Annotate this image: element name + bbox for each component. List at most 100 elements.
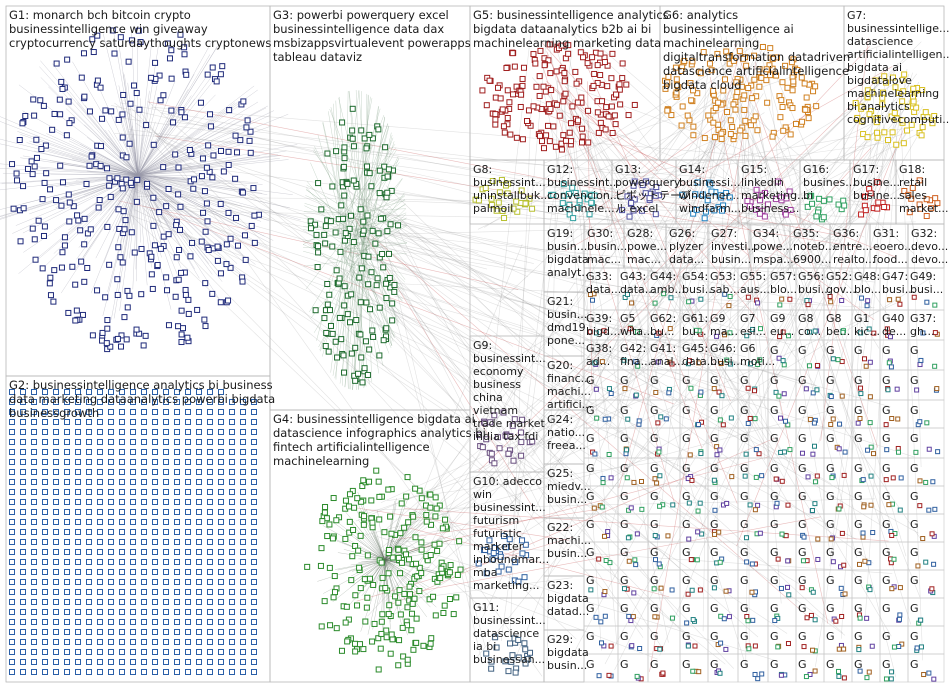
graph-node[interactable] [505,668,512,675]
graph-node[interactable] [163,639,169,645]
graph-node[interactable] [321,509,328,516]
graph-node[interactable] [867,359,873,365]
graph-node[interactable] [175,191,182,198]
graph-node[interactable] [803,674,809,680]
graph-node[interactable] [242,256,249,263]
graph-node[interactable] [64,479,70,485]
graph-node[interactable] [629,643,635,649]
graph-node[interactable] [859,295,865,301]
graph-node[interactable] [31,389,37,395]
graph-node[interactable] [247,149,254,156]
graph-node[interactable] [378,618,385,625]
graph-node[interactable] [329,183,336,190]
graph-node[interactable] [86,489,92,495]
graph-node[interactable] [141,429,147,435]
graph-node[interactable] [657,503,663,509]
graph-node[interactable] [196,649,202,655]
graph-node[interactable] [432,494,439,501]
graph-node[interactable] [678,122,685,129]
graph-node[interactable] [118,332,125,339]
graph-node[interactable] [141,459,147,465]
graph-node[interactable] [741,106,748,113]
graph-node[interactable] [387,513,394,520]
graph-node[interactable] [178,307,185,314]
graph-node[interactable] [492,111,499,118]
graph-node[interactable] [41,223,48,230]
graph-node[interactable] [836,446,842,452]
graph-node[interactable] [200,209,207,216]
graph-node[interactable] [9,569,15,575]
graph-node[interactable] [218,479,224,485]
graph-node[interactable] [839,393,845,399]
graph-node[interactable] [66,199,73,206]
graph-node[interactable] [404,656,411,663]
graph-node[interactable] [497,95,504,102]
graph-node[interactable] [152,639,158,645]
graph-node[interactable] [548,87,555,94]
graph-node[interactable] [163,559,169,565]
graph-node[interactable] [556,112,563,119]
graph-node[interactable] [507,131,514,138]
graph-node[interactable] [842,591,848,597]
graph-node[interactable] [427,504,434,511]
graph-node[interactable] [119,499,125,505]
graph-node[interactable] [742,132,749,139]
graph-node[interactable] [97,479,103,485]
graph-node[interactable] [152,389,158,395]
graph-node[interactable] [718,130,725,137]
graph-node[interactable] [53,449,59,455]
graph-node[interactable] [53,549,59,555]
graph-node[interactable] [388,631,395,638]
graph-node[interactable] [207,639,213,645]
graph-node[interactable] [856,647,862,653]
graph-node[interactable] [119,549,125,555]
graph-node[interactable] [251,212,258,219]
graph-node[interactable] [370,581,377,588]
graph-node[interactable] [575,117,582,124]
graph-node[interactable] [686,536,692,542]
graph-node[interactable] [868,502,874,508]
graph-node[interactable] [119,185,126,192]
graph-node[interactable] [885,387,891,393]
graph-node[interactable] [603,557,609,563]
graph-node[interactable] [207,111,214,118]
graph-node[interactable] [9,161,16,168]
graph-node[interactable] [218,599,224,605]
graph-node[interactable] [900,140,907,147]
graph-node[interactable] [364,212,371,219]
graph-node[interactable] [752,507,758,513]
graph-node[interactable] [251,529,257,535]
graph-node[interactable] [529,205,536,212]
graph-node[interactable] [401,590,408,597]
graph-node[interactable] [86,569,92,575]
graph-node[interactable] [398,559,405,566]
graph-node[interactable] [315,249,322,256]
graph-node[interactable] [772,618,778,624]
graph-node[interactable] [185,659,191,665]
graph-node[interactable] [602,613,608,619]
graph-node[interactable] [684,112,691,119]
graph-node[interactable] [366,170,373,177]
graph-node[interactable] [229,589,235,595]
graph-node[interactable] [375,230,382,237]
graph-node[interactable] [624,447,630,453]
graph-node[interactable] [20,629,26,635]
graph-node[interactable] [218,469,224,475]
graph-node[interactable] [389,636,396,643]
graph-node[interactable] [168,75,175,82]
graph-node[interactable] [43,170,50,177]
graph-node[interactable] [185,589,191,595]
graph-node[interactable] [887,297,893,303]
graph-node[interactable] [185,499,191,505]
graph-node[interactable] [207,599,213,605]
graph-node[interactable] [150,141,157,148]
graph-node[interactable] [63,132,70,139]
graph-node[interactable] [218,389,224,395]
graph-node[interactable] [196,489,202,495]
graph-node[interactable] [874,205,881,212]
graph-node[interactable] [755,676,761,682]
graph-node[interactable] [501,129,508,136]
graph-node[interactable] [596,556,602,562]
graph-node[interactable] [655,420,661,426]
graph-node[interactable] [163,619,169,625]
